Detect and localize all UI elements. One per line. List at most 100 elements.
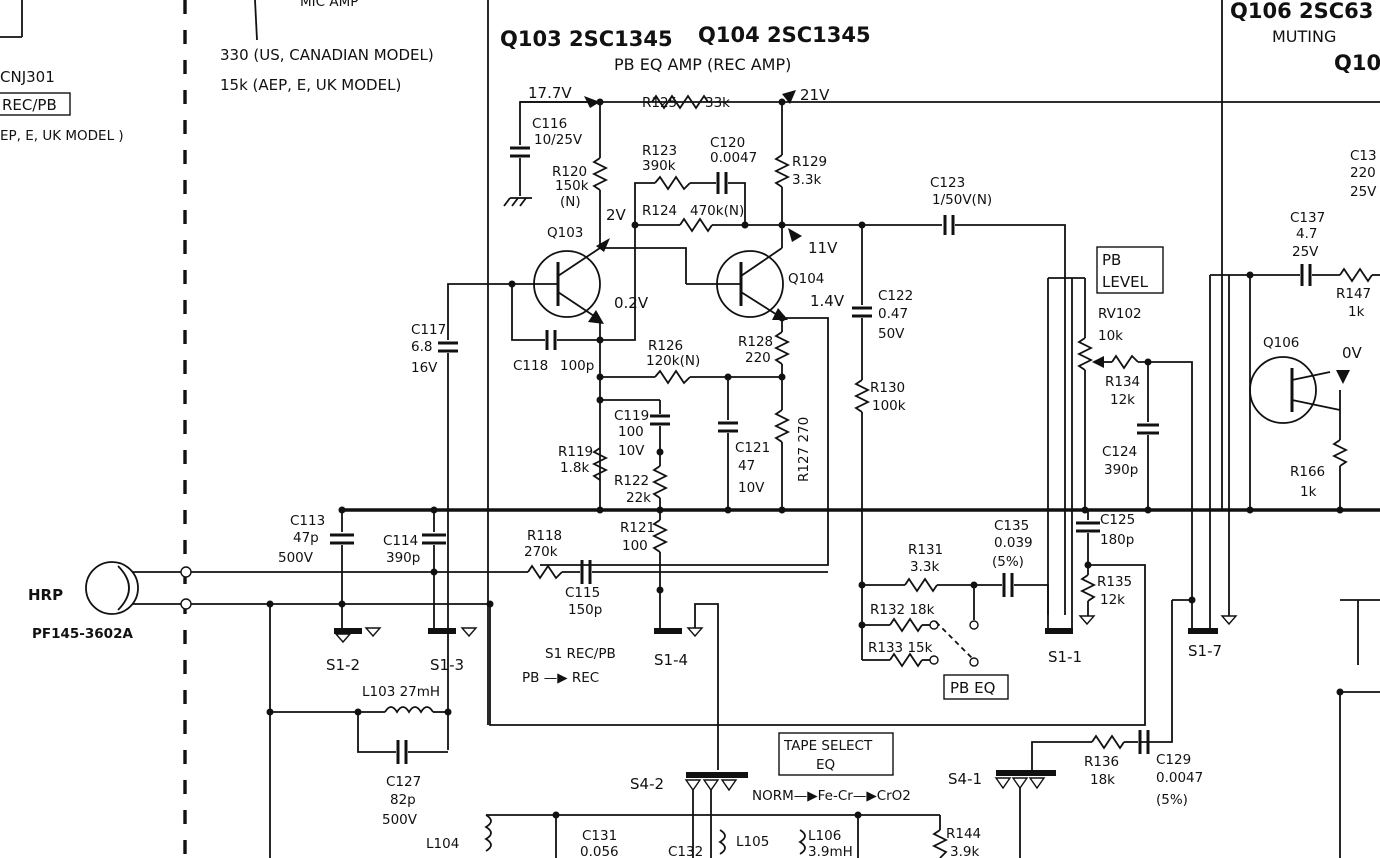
c114-label: C114 (383, 533, 418, 549)
s4-2-label: S4-2 (630, 775, 664, 793)
l105-inductor (718, 829, 726, 855)
pb-level-line2: LEVEL (1102, 273, 1149, 291)
c119-voltage: 10V (618, 443, 645, 459)
c119-label: C119 (614, 408, 649, 424)
r135-resistor (1079, 574, 1097, 602)
s1-1-label: S1-1 (1048, 648, 1082, 666)
r125-resistor (651, 94, 709, 110)
v-2: 2V (606, 206, 627, 224)
r122-resistor (651, 465, 669, 499)
c113-label: C113 (290, 513, 325, 529)
head-part: PF145-3602A (32, 626, 133, 642)
r133-label: R133 15k (868, 640, 933, 656)
c118-value: 100p (560, 358, 594, 374)
s4-1-switch (996, 770, 1056, 776)
cnj-label: CNJ301 (0, 68, 55, 86)
c121-label: C121 (735, 440, 770, 456)
pb-level-line1: PB (1102, 251, 1121, 269)
r123-resistor (654, 175, 691, 191)
r135-label: R135 (1097, 574, 1132, 590)
r136-value: 18k (1090, 772, 1115, 788)
r126-value: 120k(N) (646, 353, 700, 369)
c120-label: C120 (710, 135, 745, 151)
r124-label: R124 (642, 203, 677, 219)
r132-resistor (889, 617, 923, 633)
c127-label: C127 (386, 774, 421, 790)
s1-3-label: S1-3 (430, 656, 464, 674)
r128-value: 220 (745, 350, 771, 366)
c131-value: 0.056 (580, 844, 619, 858)
v-21: 21V (800, 86, 830, 104)
r132-label: R132 18k (870, 602, 935, 618)
q106-label: Q106 (1263, 335, 1299, 351)
r118-label: R118 (527, 528, 562, 544)
r120-note: (N) (560, 194, 581, 210)
r135-value: 12k (1100, 592, 1125, 608)
c116-label: C116 (532, 116, 567, 132)
c115-label: C115 (565, 585, 600, 601)
l106-value: 3.9mH (808, 844, 853, 858)
s1-direction: PB —▶ REC (522, 670, 599, 686)
r147-value: 1k (1348, 304, 1365, 320)
c135-value: 0.039 (994, 535, 1033, 551)
r119-value: 1.8k (560, 460, 589, 476)
r118-resistor (527, 564, 563, 580)
s1-2-label: S1-2 (326, 656, 360, 674)
r120-value: 150k (555, 178, 589, 194)
r131-label: R131 (908, 542, 943, 558)
r122-value: 22k (626, 490, 651, 506)
r144-value: 3.9k (950, 844, 979, 858)
pb-eq-box (943, 674, 1009, 700)
c137-value: 4.7 (1296, 226, 1317, 242)
s1-3-switch (428, 628, 456, 634)
c127-value: 82p (390, 792, 416, 808)
c137-voltage: 25V (1292, 244, 1319, 260)
hrp-label: HRP (28, 586, 63, 604)
c135-label: C135 (994, 518, 1029, 534)
l106-label: L106 (808, 828, 841, 844)
r130-resistor (853, 379, 871, 413)
r125-label: R125 (642, 95, 677, 111)
stage-title: PB EQ AMP (REC AMP) (614, 55, 791, 74)
mic-amp-label: MIC AMP (300, 0, 358, 10)
r121-value: 100 (622, 538, 648, 554)
v-0-2: 0.2V (614, 294, 649, 312)
r127-resistor (773, 409, 791, 443)
c129-label: C129 (1156, 752, 1191, 768)
s4-1-label: S4-1 (948, 770, 982, 788)
recpb-box (0, 92, 71, 116)
q103-label: Q103 (547, 225, 583, 241)
l106-inductor (798, 829, 806, 855)
r166-value: 1k (1300, 484, 1317, 500)
s4-2-switch (686, 772, 748, 778)
c117-value: 6.8 (411, 339, 432, 355)
r134-value: 12k (1110, 392, 1135, 408)
s1-2-switch (334, 628, 362, 634)
s1-1-switch (1045, 628, 1073, 634)
l105-label: L105 (736, 834, 769, 850)
c120-value: 0.0047 (710, 150, 757, 166)
c113-value: 47p (293, 530, 319, 546)
l104-label: L104 (426, 836, 459, 852)
q106-transistor (1249, 356, 1317, 424)
r124-resistor (679, 217, 713, 233)
v-17-7: 17.7V (528, 84, 572, 102)
c137-label: C137 (1290, 210, 1325, 226)
c132-label: C132 (668, 844, 703, 858)
c138-value: 220 (1350, 165, 1376, 181)
pb-eq-label: PB EQ (950, 679, 995, 697)
r136-resistor (1091, 734, 1125, 750)
q104-label: Q104 (788, 271, 824, 287)
c122-voltage: 50V (878, 326, 905, 342)
r130-label: R130 (870, 380, 905, 396)
c114-value: 390p (386, 550, 420, 566)
q104-title: Q104 2SC1345 (698, 23, 871, 47)
s1-4-label: S1-4 (654, 651, 688, 669)
s1-4-switch (654, 628, 682, 634)
r147-resistor (1339, 267, 1373, 283)
s1-7-switch (1188, 628, 1218, 634)
v-1-4: 1.4V (810, 292, 845, 310)
c122-value: 0.47 (878, 306, 908, 322)
r120-resistor (591, 157, 609, 191)
